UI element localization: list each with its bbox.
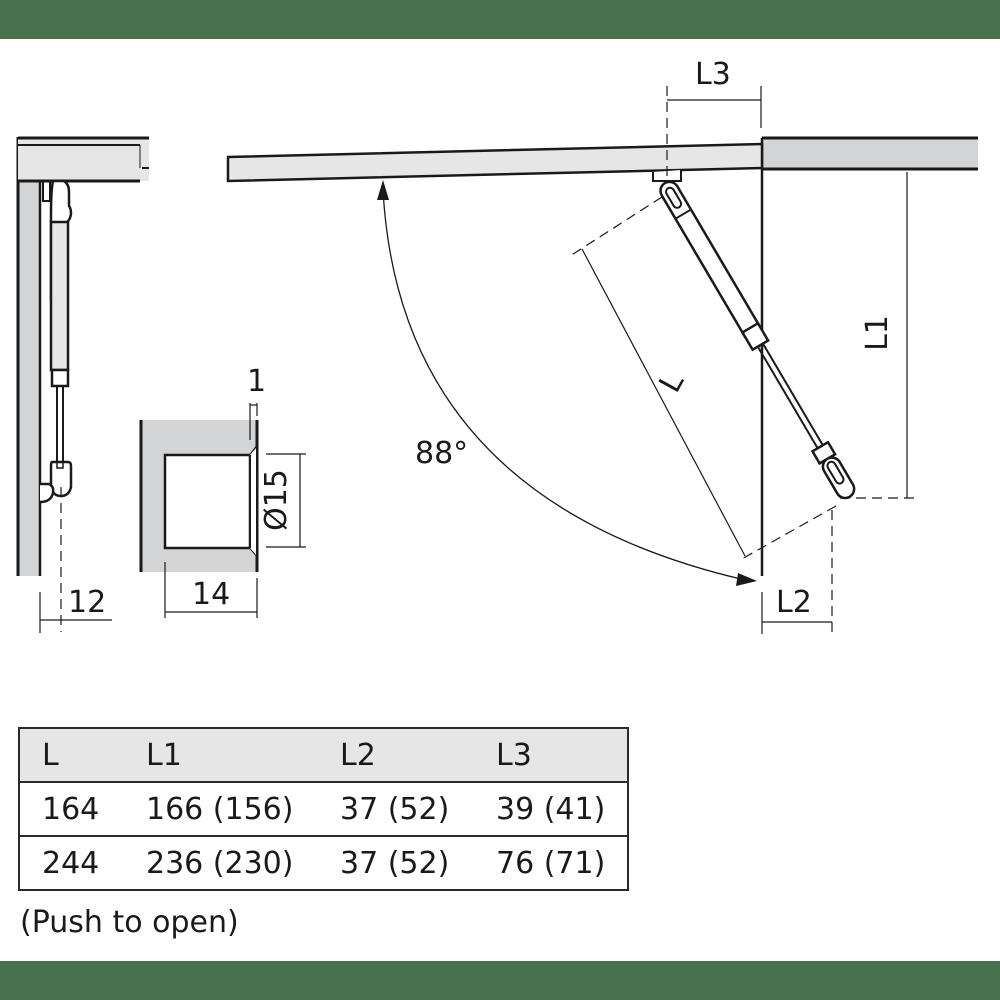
angle-label: 88° — [415, 436, 469, 471]
cell-L: 164 — [42, 791, 100, 827]
dimension-table: L L1 L2 L3 164 166 (156) 37 (52) 39 (41)… — [18, 727, 629, 891]
dimension-diameter-label: Ø15 — [258, 469, 294, 531]
open-view — [226, 86, 978, 636]
dimension-L1-label: L1 — [859, 315, 895, 351]
cell-L1: 236 (230) — [146, 845, 294, 881]
hole-detail — [139, 403, 306, 618]
table-row: 164 166 (156) 37 (52) 39 (41) — [19, 782, 628, 836]
header-L1: L1 — [146, 737, 182, 773]
top-band — [0, 0, 1000, 39]
dimension-1-label: 1 — [247, 364, 267, 399]
dimension-L2-label: L2 — [776, 585, 812, 620]
dimension-14-label: 14 — [192, 577, 231, 612]
dimension-L3-label: L3 — [695, 57, 731, 92]
cell-L: 244 — [42, 845, 100, 881]
cell-L1: 166 (156) — [146, 791, 294, 827]
cell-L2: 37 (52) — [340, 791, 450, 827]
technical-drawing — [16, 86, 978, 636]
cell-L3: 39 (41) — [496, 791, 606, 827]
header-L: L — [42, 737, 59, 773]
header-L2: L2 — [340, 737, 376, 773]
cell-L2: 37 (52) — [340, 845, 450, 881]
push-to-open-note: (Push to open) — [20, 905, 239, 940]
table-header-row: L L1 L2 L3 — [19, 728, 628, 782]
side-view-closed — [16, 136, 149, 633]
header-L3: L3 — [496, 737, 532, 773]
cell-L3: 76 (71) — [496, 845, 606, 881]
dimension-12-label: 12 — [68, 585, 107, 620]
table-row: 244 236 (230) 37 (52) 76 (71) — [19, 836, 628, 890]
bottom-band — [0, 961, 1000, 1000]
